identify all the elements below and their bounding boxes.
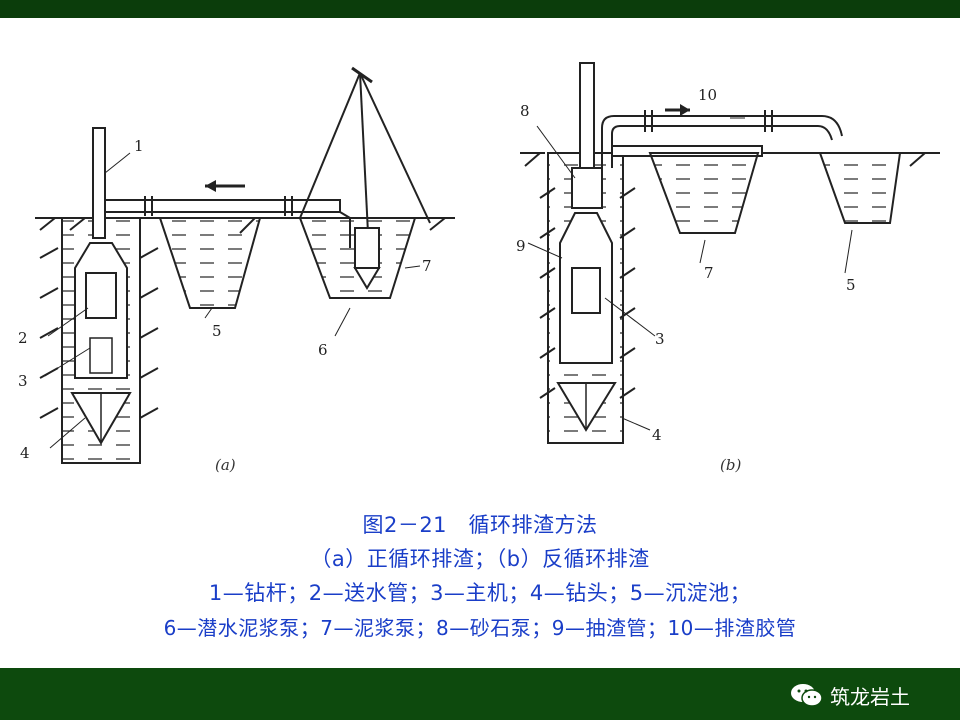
caption-subtitle: （a）正循环排渣；（b）反循环排渣 [310,547,650,571]
label-a-2: 2 [18,329,28,347]
top-band [0,0,960,18]
watermark-text: 筑龙岩土 [830,684,910,709]
sublabel-b: (b) [720,456,741,474]
label-a-6: 6 [318,341,328,359]
label-a-5: 5 [212,322,222,340]
label-a-4: 4 [20,444,30,462]
caption-title: 图2－21 循环排渣方法 [362,513,598,537]
chat-bubble-icon [791,684,823,707]
label-b-4: 4 [652,426,662,444]
label-a-3: 3 [18,372,28,390]
label-b-10: 10 [698,86,717,104]
label-b-5: 5 [846,276,856,294]
sublabel-a: (a) [215,456,236,474]
label-a-1: 1 [134,137,144,155]
caption-legend-2: 6—潜水泥浆泵；7—泥浆泵；8—砂石泵；9—抽渣管；10—排渣胶管 [163,616,797,640]
diagram-a: 1 2 3 4 5 6 7 (a) [18,66,455,474]
caption-legend-1: 1—钻杆；2—送水管；3—主机；4—钻头；5—沉淀池； [208,581,752,605]
diagram-b: 8 10 9 7 5 3 4 (b) [516,62,940,474]
label-b-7: 7 [704,264,714,282]
drilling-diagram: 1 2 3 4 5 6 7 (a) [18,62,940,474]
label-b-3: 3 [655,330,665,348]
watermark: 筑龙岩土 [790,680,910,710]
label-b-8: 8 [520,102,530,120]
label-a-7: 7 [422,257,432,275]
label-b-9: 9 [516,237,526,255]
